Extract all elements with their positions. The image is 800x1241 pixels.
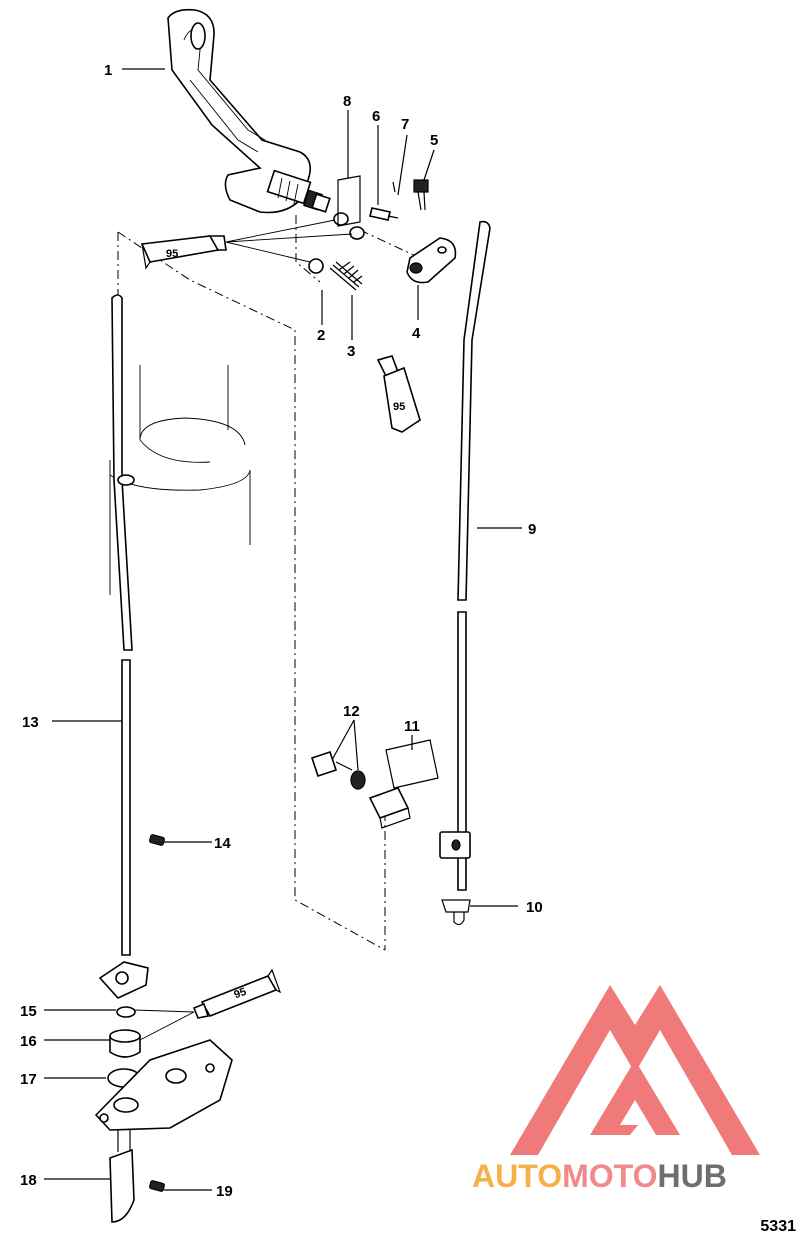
callout-6: 6 — [372, 108, 380, 125]
callout-4: 4 — [412, 325, 421, 342]
callout-2: 2 — [317, 327, 325, 344]
leader-lines — [44, 68, 522, 1191]
callout-13: 13 — [22, 714, 39, 731]
callout-17: 17 — [20, 1071, 37, 1088]
lower-shift-rod — [111, 294, 165, 956]
upper-shift-rod — [441, 220, 491, 926]
callout-7: 7 — [401, 116, 409, 133]
rod-connector — [310, 739, 471, 859]
shift-lever — [167, 8, 331, 214]
callout-8: 8 — [343, 93, 351, 110]
callout-16: 16 — [20, 1033, 37, 1050]
tube-label: 95 — [393, 401, 405, 413]
callout-9: 9 — [528, 521, 536, 538]
tube-label: 95 — [232, 986, 248, 1001]
assembly-dash-lines — [117, 215, 421, 951]
detent-ball-and-spring — [308, 258, 363, 340]
watermark-text: AUTOMOTOHUB — [472, 1158, 727, 1194]
lubricant-tube-lower: 95 — [133, 968, 282, 1041]
callout-1: 1 — [104, 62, 112, 79]
callout-3: 3 — [347, 343, 355, 360]
tube-label: 95 — [166, 248, 178, 260]
callouts: 1 2 3 4 5 6 7 8 9 10 11 12 13 14 15 16 1… — [20, 62, 543, 1200]
automotohub-watermark: AUTOMOTOHUB — [472, 985, 760, 1194]
watermark-triangle-icon — [510, 985, 760, 1155]
lower-shift-housing — [94, 961, 233, 1223]
callout-15: 15 — [20, 1003, 37, 1020]
callout-19: 19 — [216, 1183, 233, 1200]
callout-14: 14 — [214, 835, 231, 852]
callout-5: 5 — [430, 132, 438, 149]
o-rings — [333, 175, 365, 240]
callout-11: 11 — [404, 718, 420, 735]
lubricant-tube-middle: 95 — [376, 355, 421, 433]
callout-10: 10 — [526, 899, 543, 916]
lubricant-tube-upper: 95 — [140, 219, 353, 270]
mounting-column — [109, 365, 251, 595]
callout-12: 12 — [343, 703, 360, 720]
drawing-number: 5331 — [760, 1218, 796, 1235]
callout-18: 18 — [20, 1172, 37, 1189]
shift-cam-assembly — [369, 125, 457, 320]
